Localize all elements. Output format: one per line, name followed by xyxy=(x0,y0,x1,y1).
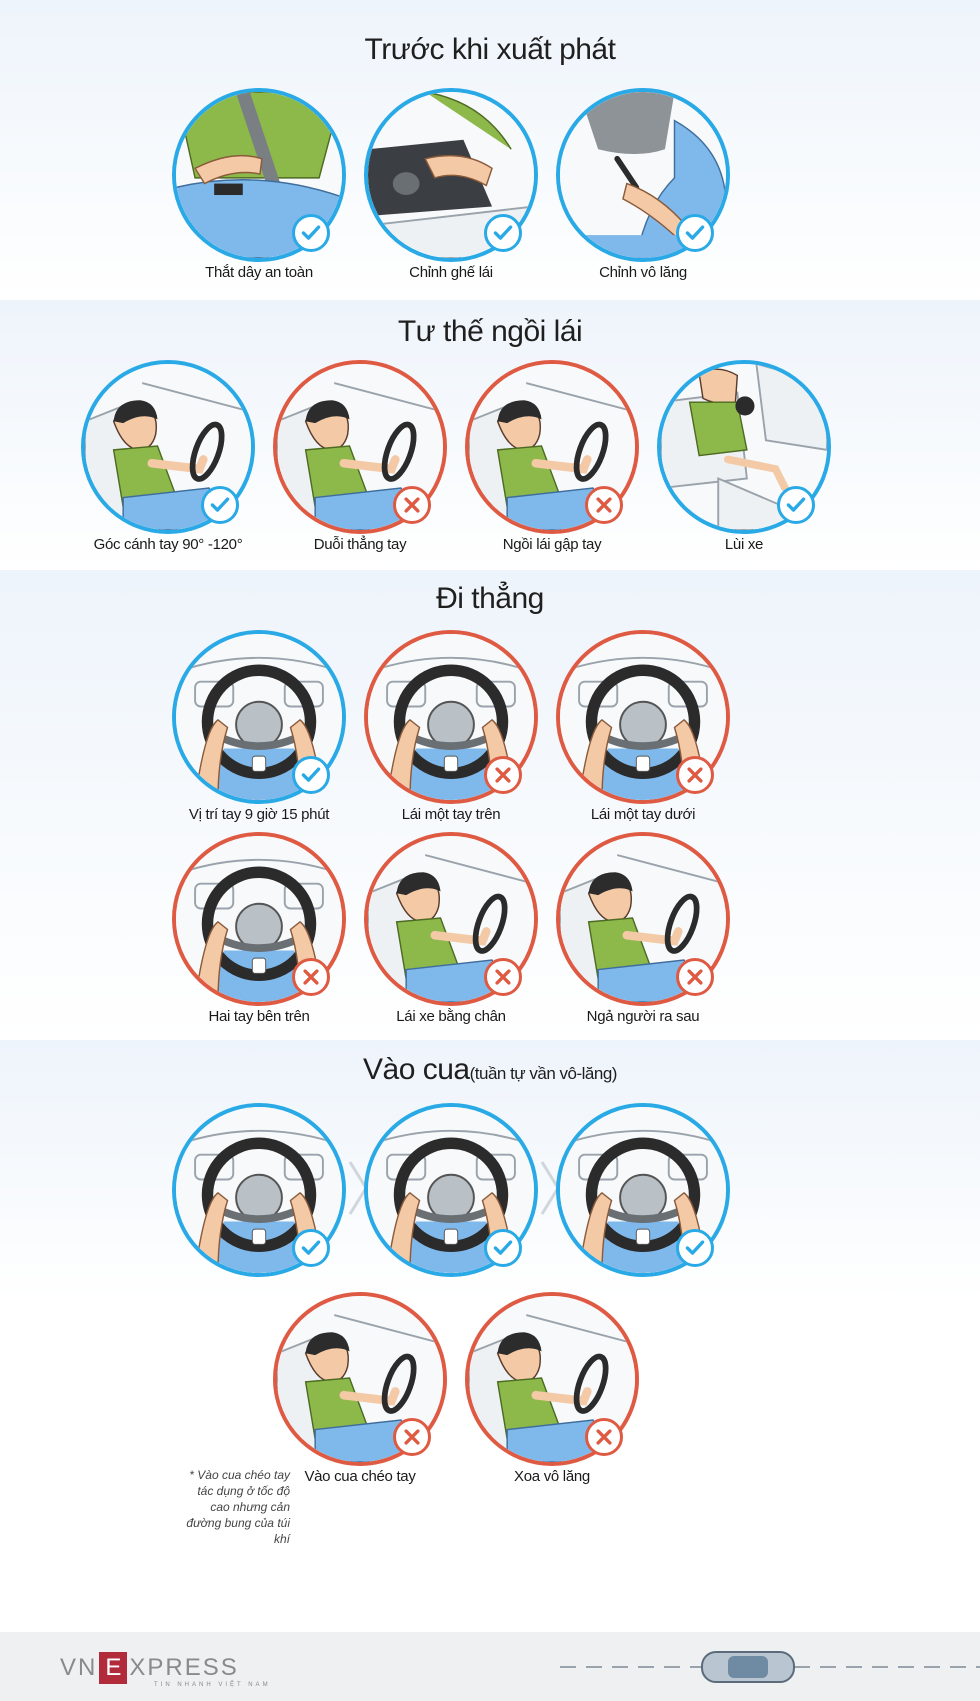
section-title-text: Vào cua xyxy=(363,1053,470,1086)
cross-icon xyxy=(585,486,623,524)
item-label: Lùi xe xyxy=(724,536,764,553)
check-icon xyxy=(292,1229,330,1267)
check-icon xyxy=(676,214,714,252)
item-label: Ngồi lái gập tay xyxy=(502,536,602,553)
item-label: Chỉnh ghế lái xyxy=(409,264,493,281)
section-title-posture: Tư thế ngồi lái xyxy=(397,315,583,348)
item-label: Ngả người ra sau xyxy=(586,1008,700,1025)
section-title-turning: Vào cua(tuần tự vần vô-lăng) xyxy=(0,1053,980,1087)
item-label: Xoa vô lăng xyxy=(514,1468,590,1485)
illustration xyxy=(172,630,346,804)
illustration xyxy=(556,88,730,262)
cross-icon xyxy=(585,1418,623,1456)
cross-icon xyxy=(676,756,714,794)
logo-suffix: XPRESS xyxy=(129,1654,239,1681)
check-icon xyxy=(292,214,330,252)
check-icon xyxy=(201,486,239,524)
illustration xyxy=(465,1292,639,1466)
illustration xyxy=(364,1103,538,1277)
illustration xyxy=(273,360,447,534)
item-label: Lái một tay dưới xyxy=(590,806,696,823)
item-label: Thắt dây an toàn xyxy=(205,264,313,281)
item-label: Vị trí tay 9 giờ 15 phút xyxy=(188,806,330,823)
illustration xyxy=(172,88,346,262)
item-label: Vào cua chéo tay xyxy=(304,1468,416,1485)
section-subtitle: (tuần tự vần vô-lăng) xyxy=(469,1064,618,1083)
item-label: Chỉnh vô lăng xyxy=(599,264,687,281)
item-label: Hai tay bên trên xyxy=(208,1008,310,1025)
illustration xyxy=(273,1292,447,1466)
cross-icon xyxy=(676,958,714,996)
illustration xyxy=(556,832,730,1006)
cross-icon xyxy=(484,756,522,794)
section-title-before-start: Trước khi xuất phát xyxy=(364,33,616,66)
item-label: Duỗi thẳng tay xyxy=(313,536,407,553)
cross-icon xyxy=(292,958,330,996)
check-icon xyxy=(484,1229,522,1267)
cross-icon xyxy=(393,486,431,524)
item-label: Lái xe bằng chân xyxy=(396,1008,506,1025)
check-icon xyxy=(484,214,522,252)
section-title-straight: Đi thẳng xyxy=(436,582,544,615)
cross-icon xyxy=(484,958,522,996)
item-label: Góc cánh tay 90° -120° xyxy=(93,536,243,553)
logo-prefix: VN xyxy=(60,1654,98,1681)
airbag-note: * Vào cua chéo tay tác dụng ở tốc độ cao… xyxy=(186,1468,290,1546)
item-label: Lái một tay trên xyxy=(401,806,501,823)
logo-e: E xyxy=(99,1652,128,1684)
check-icon xyxy=(676,1229,714,1267)
road-car-icon xyxy=(560,1651,980,1683)
logo-tagline: TIN NHANH VIỆT NAM xyxy=(154,1682,271,1688)
cross-icon xyxy=(393,1418,431,1456)
check-icon xyxy=(292,756,330,794)
check-icon xyxy=(777,486,815,524)
